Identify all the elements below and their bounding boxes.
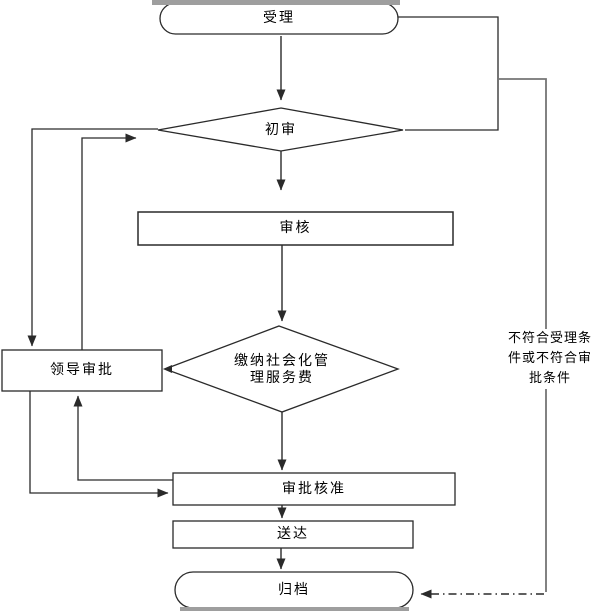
edge-initial-to-leader — [27, 128, 158, 347]
node-payfee-diamond — [163, 325, 400, 413]
review-label: 审核 — [279, 220, 312, 236]
leader-approval-label: 领导审批 — [50, 362, 114, 378]
edge-leader-to-initial — [81, 133, 137, 350]
edge-payfee-to-leader-arrowhead — [163, 365, 172, 373]
reject-annotation-line3: 批条件 — [528, 371, 571, 386]
edge-reject-branch — [498, 78, 547, 592]
payfee-label: 缴纳社会化管 理服务费 — [222, 352, 342, 388]
payfee-label-line1: 缴纳社会化管 — [234, 353, 330, 369]
archive-label: 归档 — [278, 581, 310, 598]
edge-leader-to-approval — [29, 391, 169, 498]
payfee-label-line2: 理服务费 — [250, 370, 314, 386]
node-deliver-rect — [172, 520, 414, 549]
node-review-rect — [137, 211, 454, 246]
reject-annotation-line1: 不符合受理条 — [507, 331, 592, 346]
approval-label: 审批核准 — [282, 480, 346, 497]
edge-approval-to-leader — [73, 395, 173, 481]
reject-condition-annotation: 不符合受理条 件或不符合审 批条件 — [501, 329, 599, 389]
reject-annotation-line2: 件或不符合审 — [507, 351, 592, 366]
node-approval-rect — [172, 472, 456, 506]
deliver-label: 送达 — [277, 526, 309, 542]
initial-review-label: 初审 — [265, 121, 297, 138]
edge-start-right-to-initial — [397, 16, 499, 131]
start-label: 受理 — [263, 10, 295, 26]
node-leader-approval-rect — [1, 349, 163, 392]
node-initial-review-diamond — [157, 107, 404, 152]
